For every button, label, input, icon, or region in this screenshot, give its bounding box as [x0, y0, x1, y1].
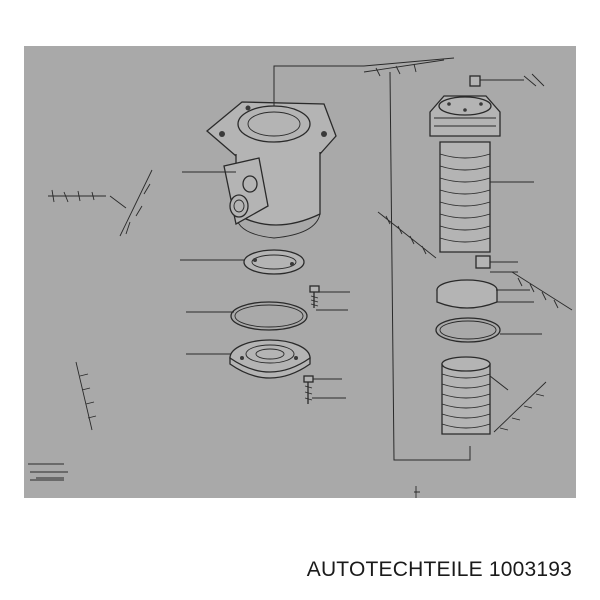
exploded-parts-diagram: [24, 46, 576, 498]
filter-cup: [436, 279, 534, 309]
screws: [303, 285, 320, 404]
diagram-drawing: [28, 57, 573, 498]
brand-part-number-label: AUTOTECHTEILE 1003193: [306, 558, 572, 581]
valve-housing: [205, 101, 337, 239]
filter-cap: [429, 95, 501, 137]
cover-plate: [229, 339, 311, 379]
gasket: [243, 249, 305, 275]
filter-element-lower: [441, 356, 509, 435]
valve-insert: [475, 255, 518, 273]
seal-ring: [435, 317, 542, 343]
filter-element: [439, 141, 534, 253]
left-callout-marks: [28, 169, 153, 481]
retaining-nut: [469, 75, 524, 87]
o-ring: [230, 301, 308, 331]
